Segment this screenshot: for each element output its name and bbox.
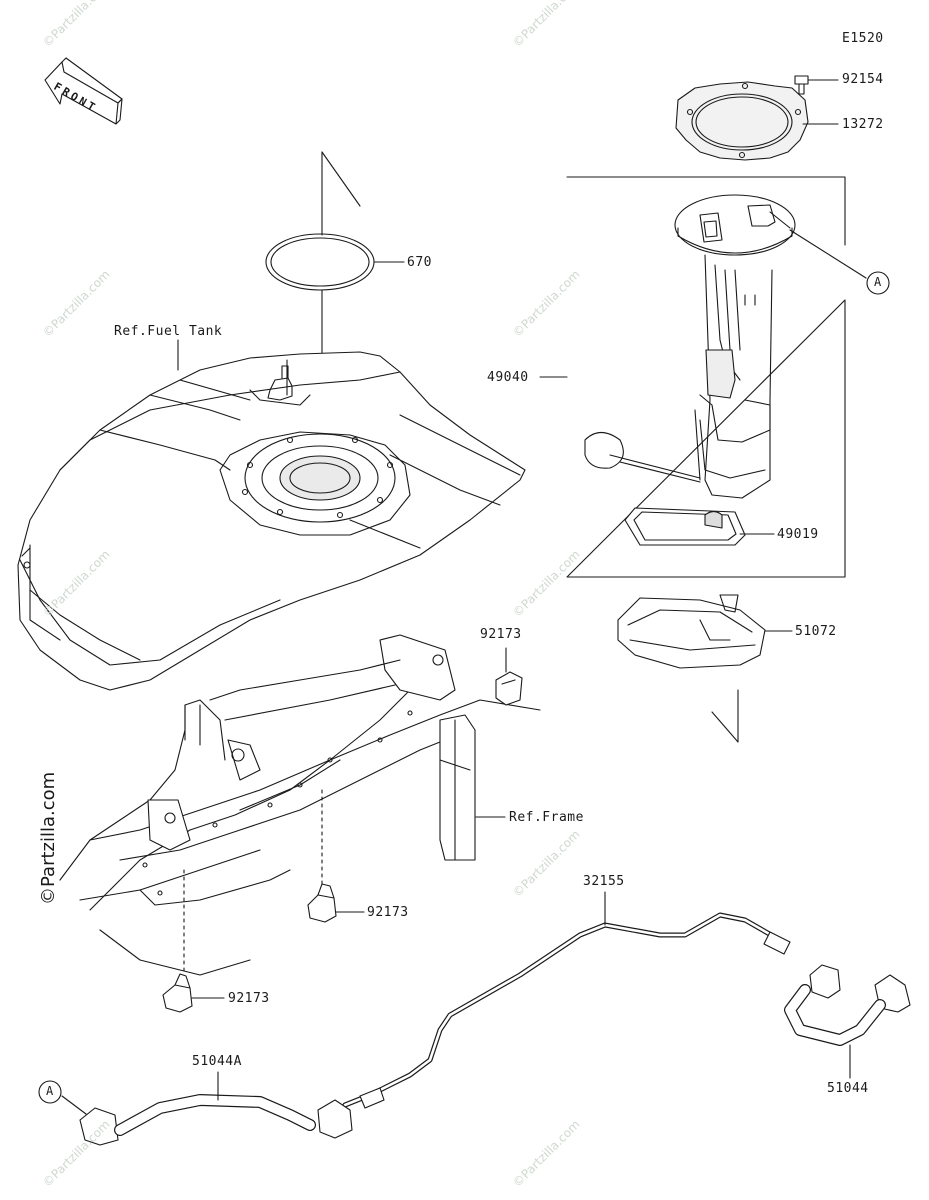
part-label-13272: 13272 xyxy=(842,117,884,132)
o-ring-670 xyxy=(266,234,374,290)
bolt-92154 xyxy=(795,76,808,94)
ref-frame-label: Ref.Frame xyxy=(509,810,584,825)
watermark-large: ©Partzilla.com xyxy=(38,771,59,905)
part-label-51072: 51072 xyxy=(795,624,837,639)
fuel-hose-51044 xyxy=(790,965,910,1040)
callout-a-bottom-circle xyxy=(39,1081,61,1103)
part-label-32155: 32155 xyxy=(583,874,625,889)
part-label-49019: 49019 xyxy=(777,527,819,542)
clip-92173-low xyxy=(163,974,192,1012)
filter-49019 xyxy=(625,508,745,545)
fuel-tank xyxy=(18,352,525,690)
vehicle-frame xyxy=(60,635,540,975)
reservoir-cup-51072 xyxy=(618,595,765,668)
part-label-92154: 92154 xyxy=(842,72,884,87)
part-label-92173-mid: 92173 xyxy=(367,905,409,920)
fuel-hose-32155 xyxy=(345,915,790,1108)
part-label-670: 670 xyxy=(407,255,432,270)
part-label-92173-top: 92173 xyxy=(480,627,522,642)
callout-a-top: A xyxy=(874,275,882,289)
gasket-13272 xyxy=(676,82,808,160)
pump-assembly-frame xyxy=(567,177,845,577)
clip-92173-top xyxy=(496,672,522,705)
clip-92173-mid xyxy=(308,884,336,922)
diagram-code: E1520 xyxy=(842,31,884,46)
front-arrow-icon xyxy=(45,58,122,124)
part-label-92173-low: 92173 xyxy=(228,991,270,1006)
part-label-49040: 49040 xyxy=(487,370,529,385)
part-label-51044a: 51044A xyxy=(192,1054,242,1069)
callout-a-top-circle xyxy=(867,272,889,294)
fuel-hose-51044a xyxy=(80,1100,352,1145)
part-label-51044: 51044 xyxy=(827,1081,869,1096)
ref-fuel-tank-label: Ref.Fuel Tank xyxy=(114,324,223,339)
callout-a-bottom: A xyxy=(46,1084,54,1098)
fuel-pump-49040 xyxy=(585,195,795,498)
